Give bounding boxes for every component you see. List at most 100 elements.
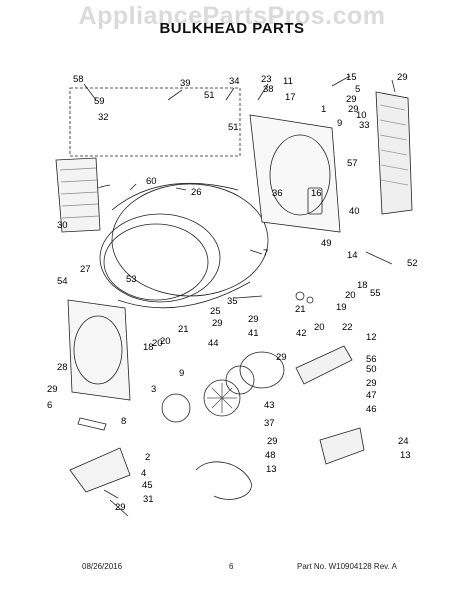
callout: 29 — [346, 94, 357, 105]
callout: 23 — [261, 74, 272, 85]
callout: 26 — [191, 187, 202, 198]
callout: 60 — [146, 176, 157, 187]
callout: 19 — [336, 302, 347, 313]
idler-spacer — [306, 296, 314, 304]
callout: 50 — [366, 364, 377, 375]
callout: 37 — [264, 418, 275, 429]
callout: 29 — [397, 72, 408, 83]
callout: 36 — [272, 188, 283, 199]
drive-motor — [295, 345, 353, 385]
callout: 59 — [94, 96, 105, 107]
callout: 24 — [398, 436, 409, 447]
callout: 29 — [348, 104, 359, 115]
drum-opening — [99, 213, 221, 303]
front-bulkhead — [67, 299, 131, 401]
leader-lines — [83, 75, 396, 517]
callout-labels: 58 39 34 23 59 51 32 51 11 15 29 38 5 17… — [47, 72, 418, 513]
callout: 48 — [265, 450, 276, 461]
callout: 38 — [263, 84, 274, 95]
callout: 25 — [210, 306, 221, 317]
callout: 21 — [295, 304, 306, 315]
drum-inner-ring — [103, 223, 209, 301]
callout: 42 — [296, 328, 307, 339]
callout: 40 — [349, 206, 360, 217]
lint-screen — [55, 157, 101, 233]
callout: 58 — [73, 74, 84, 85]
duct-grille — [379, 104, 409, 186]
callout: 57 — [347, 158, 358, 169]
callout: 52 — [407, 258, 418, 269]
callout: 49 — [321, 238, 332, 249]
callout: 20 — [345, 290, 356, 301]
callout: 20 — [152, 338, 163, 349]
drum-top-edge — [111, 182, 239, 211]
callout: 51 — [204, 90, 215, 101]
callout: 16 — [311, 188, 322, 199]
door-catch — [77, 417, 107, 431]
callout: 29 — [212, 318, 223, 329]
callout: 9 — [179, 368, 184, 379]
callout: 33 — [359, 120, 370, 131]
callout: 54 — [57, 276, 68, 287]
callout: 3 — [151, 384, 156, 395]
front-seal-ring — [161, 393, 191, 423]
callout: 10 — [356, 110, 367, 121]
callout: 8 — [121, 416, 126, 427]
callout: 1 — [321, 104, 326, 115]
callout: 41 — [248, 328, 259, 339]
footer-date: 08/26/2016 — [82, 562, 123, 571]
callout: 46 — [366, 404, 377, 415]
callout: 5 — [355, 84, 360, 95]
thermistor-housing — [307, 187, 323, 215]
callout: 29 — [276, 352, 287, 363]
callout: 32 — [98, 112, 109, 123]
callout: 29 — [267, 436, 278, 447]
heater-element — [319, 427, 365, 465]
lint-screen-mesh — [59, 167, 100, 219]
callout: 30 — [57, 220, 68, 231]
callout: 17 — [285, 92, 296, 103]
callout: 9 — [337, 118, 342, 129]
callout: 13 — [266, 464, 277, 475]
callout: 29 — [248, 314, 259, 325]
callout: 29 — [47, 384, 58, 395]
callout: 29 — [366, 378, 377, 389]
blower-gasket — [225, 365, 255, 395]
callout: 14 — [347, 250, 358, 261]
callout: 2 — [145, 452, 150, 463]
blower-wheel — [203, 379, 241, 417]
callout: 11 — [283, 76, 293, 87]
subassembly-box — [69, 87, 241, 157]
blower-housing — [239, 351, 285, 389]
callout: 43 — [264, 400, 275, 411]
callout: 44 — [208, 338, 219, 349]
callout: 15 — [346, 72, 357, 83]
callout: 45 — [142, 480, 153, 491]
callout: 20 — [160, 336, 171, 347]
callout: 18 — [143, 342, 154, 353]
callout: 13 — [400, 450, 411, 461]
callout: 53 — [126, 274, 137, 285]
idler-pulley — [295, 291, 305, 301]
callout: 28 — [57, 362, 68, 373]
rear-bulkhead — [249, 114, 341, 233]
callout: 51 — [228, 122, 239, 133]
callout: 31 — [143, 494, 154, 505]
exhaust-duct — [375, 91, 413, 215]
drum-bottom-edge — [117, 281, 251, 309]
callout: 7 — [263, 248, 268, 259]
wire-harness — [195, 461, 252, 500]
callout: 21 — [178, 324, 189, 335]
callout: 56 — [366, 354, 377, 365]
rear-bulkhead-opening — [269, 134, 331, 216]
callout: 55 — [370, 288, 381, 299]
callout: 6 — [47, 400, 52, 411]
callout: 34 — [229, 76, 240, 87]
callout: 47 — [366, 390, 377, 401]
callout: 35 — [227, 296, 238, 307]
diagram-title: BULKHEAD PARTS — [159, 20, 305, 37]
callout: 18 — [357, 280, 368, 291]
lint-duct — [69, 447, 131, 493]
footer-part-number: Part No. W10904128 Rev. A — [297, 562, 397, 571]
